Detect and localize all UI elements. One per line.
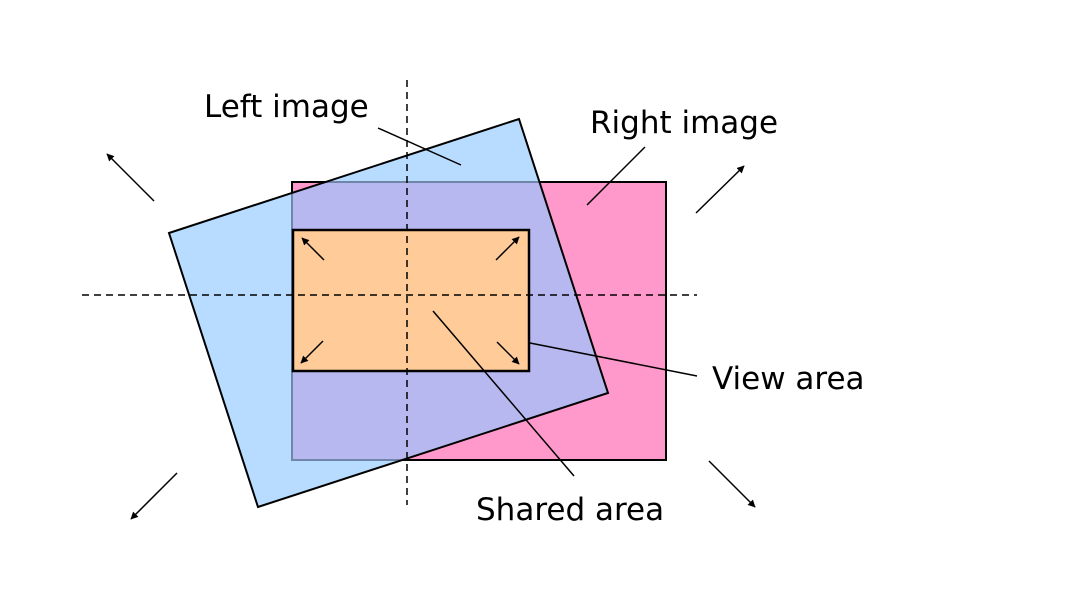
shared-area-leader [432,310,575,477]
left-image-leader [377,127,462,166]
left-image-outline [167,117,610,509]
shared-area-label: Shared area [476,492,664,528]
view-area-rect [291,228,531,373]
view-area-leader [529,342,698,377]
right-image-label: Right image [590,105,778,141]
view-area-label: View area [712,361,865,397]
right-image-leader [586,146,646,206]
expand-arrow-icon [106,153,155,202]
expand-arrow-icon [695,165,745,214]
view-expand-arrow-icon [495,236,520,261]
view-expand-arrow-icon [300,340,324,364]
view-expand-arrow-icon [496,341,520,365]
view-expand-arrow-icon [301,237,325,261]
expand-arrow-icon [130,472,178,520]
expand-arrow-icon [708,460,756,508]
left-image-label: Left image [204,89,369,125]
